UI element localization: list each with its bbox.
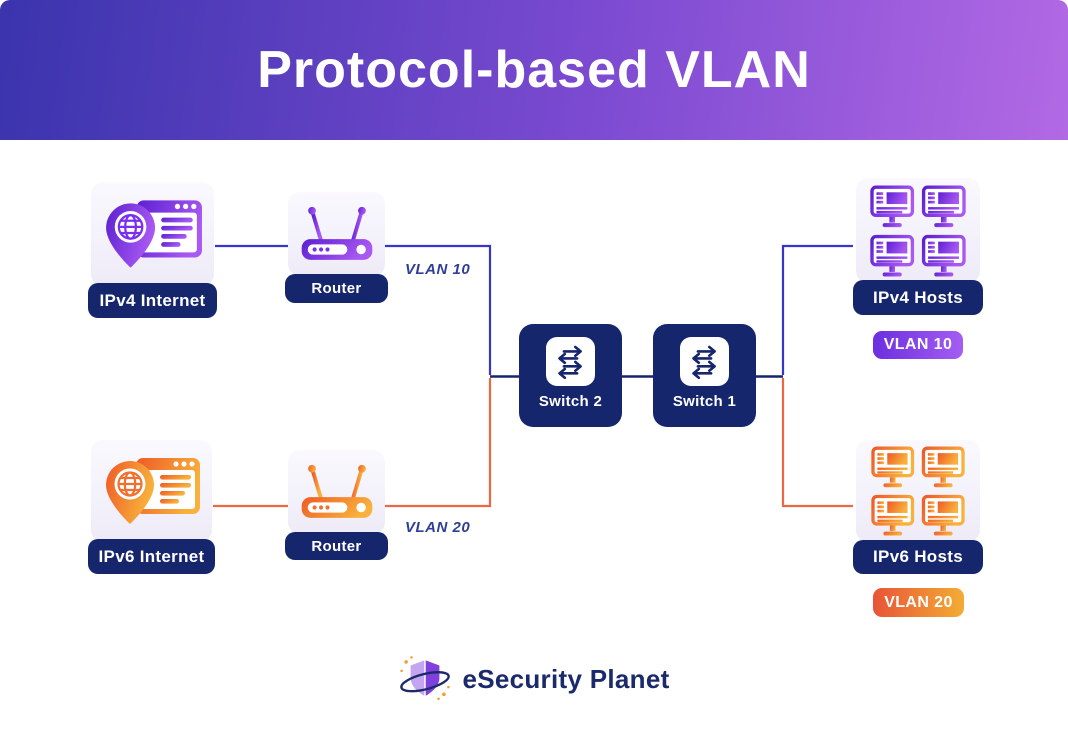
brand-footer: eSecurity Planet [0,652,1068,706]
node-ipv4-hosts: IPv4 Hosts [853,178,983,315]
node-label: IPv4 Internet [88,283,217,318]
vlan10-badge: VLAN 10 [873,331,963,359]
switch-arrows-icon [692,345,716,380]
switch-icon-box [680,337,729,386]
workstations-grid-icon [870,185,966,277]
switch-icon-box [546,337,595,386]
node-label: Switch 2 [538,393,603,410]
node-ipv6-internet-body [91,440,212,542]
node-label: IPv4 Hosts [853,280,983,315]
shield-orbit-icon [400,656,451,701]
node-router-top: Router [285,192,388,303]
node-ipv6-hosts-body [856,440,980,542]
node-label: Switch 1 [672,393,737,410]
page-title: Protocol-based VLAN [257,41,811,99]
globe-pin-browser-icon [104,199,203,269]
node-ipv4-hosts-body [856,178,980,283]
header-banner: Protocol-based VLAN [0,0,1068,140]
node-ipv4-internet: IPv4 Internet [88,182,217,318]
globe-pin-browser-icon [104,456,201,526]
node-ipv6-internet: IPv6 Internet [88,440,215,574]
vlan10-edge-label: VLAN 10 [405,261,471,278]
edge-switch1-to-ipv6-hosts [781,378,853,508]
vlan20-badge: VLAN 20 [873,588,964,617]
node-router-bottom: Router [285,450,388,560]
edge-switch1-to-ipv4-hosts [781,244,853,375]
workstations-grid-icon [871,446,965,536]
node-label: IPv6 Internet [88,539,215,574]
node-switch1: Switch 1 [653,324,756,427]
wifi-router-icon [299,462,374,520]
node-ipv6-hosts: IPv6 Hosts [853,440,983,574]
node-router-top-body [288,192,385,276]
vlan20-edge-label: VLAN 20 [405,519,471,536]
node-label: Router [285,274,388,303]
wifi-router-icon [299,204,374,262]
node-router-bottom-body [288,450,385,534]
node-label: IPv6 Hosts [853,540,983,574]
switch-arrows-icon [558,345,582,380]
node-ipv4-internet-body [91,182,214,286]
node-label: Router [285,532,388,560]
node-switch2: Switch 2 [519,324,622,427]
brand-name: eSecurity Planet [462,663,670,694]
